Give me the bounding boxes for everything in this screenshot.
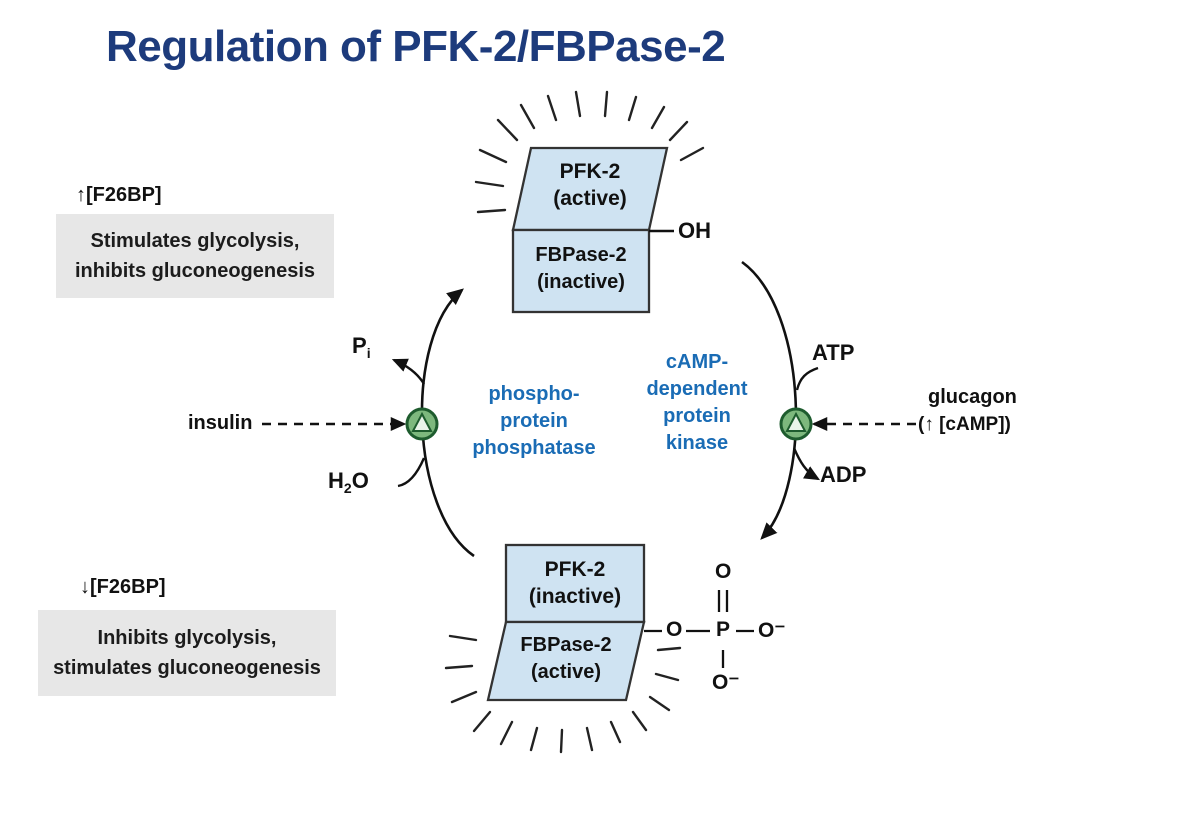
glucagon-label: glucagon bbox=[928, 386, 1017, 408]
phosphatase-enzyme-label: phospho- protein phosphatase bbox=[450, 381, 618, 462]
lower-note-line2: stimulates gluconeogenesis bbox=[53, 657, 321, 679]
pfk2-active-label: PFK-2 (active) bbox=[520, 158, 660, 212]
kinase-line3: protein bbox=[663, 405, 731, 427]
upper-note-box: Stimulates glycolysis, inhibits gluconeo… bbox=[56, 214, 334, 298]
active-burst-rays-bottom bbox=[444, 634, 682, 754]
adp-release-arrow bbox=[792, 447, 821, 481]
kinase-enzyme-icon bbox=[779, 407, 813, 441]
atp-label: ATP bbox=[812, 340, 855, 365]
phosphate-top-o: O bbox=[715, 560, 732, 583]
phosphate-bottom-o: O⁻ bbox=[712, 671, 740, 694]
fbpase2-inactive-shape bbox=[511, 228, 651, 314]
f26bp-down-marker: ↓[F26BP] bbox=[80, 576, 166, 598]
pfk2-inactive-name: PFK-2 bbox=[544, 558, 606, 581]
fbpase2-inactive-state: (inactive) bbox=[537, 271, 625, 293]
insulin-label: insulin bbox=[188, 412, 253, 434]
pi-sub: i bbox=[366, 345, 371, 361]
atp-connector-line bbox=[795, 366, 819, 391]
phosphorylation-arrow bbox=[741, 260, 798, 540]
phosphate-right-o: O⁻ bbox=[758, 619, 786, 642]
pi-label: Pi bbox=[352, 333, 371, 361]
water-o: O bbox=[351, 468, 369, 493]
phosphatase-enzyme-icon bbox=[405, 407, 439, 441]
pfk2-inactive-state: (inactive) bbox=[528, 585, 622, 608]
upper-note-line2: inhibits gluconeogenesis bbox=[74, 260, 316, 282]
active-burst-rays-top bbox=[474, 90, 705, 214]
pfk2-inactive-shape bbox=[504, 543, 646, 624]
fbpase2-inactive-label: FBPase-2 (inactive) bbox=[513, 242, 649, 296]
kinase-line4: kinase bbox=[665, 432, 729, 454]
water-sub: 2 bbox=[343, 480, 352, 496]
water-h: H bbox=[328, 468, 344, 493]
fbpase2-active-shape bbox=[486, 620, 646, 702]
page-title: Regulation of PFK-2/FBPase-2 bbox=[106, 22, 726, 71]
lower-note-line1: Inhibits glycolysis, bbox=[97, 627, 277, 649]
f26bp-up-marker: ↑[F26BP] bbox=[76, 184, 162, 206]
adp-label: ADP bbox=[820, 462, 867, 487]
fbpase2-active-state: (active) bbox=[530, 661, 602, 683]
pfk2-inactive-label: PFK-2 (inactive) bbox=[506, 556, 644, 610]
bottom-complex-shapes bbox=[486, 543, 646, 702]
fbpase2-active-name: FBPase-2 bbox=[520, 634, 612, 656]
water-connector-line bbox=[397, 457, 426, 488]
pi-release-arrow bbox=[391, 358, 426, 385]
phosphatase-line2: protein bbox=[500, 410, 568, 432]
lower-note-box: Inhibits glycolysis, stimulates gluconeo… bbox=[38, 610, 336, 696]
phosphate-bonds bbox=[644, 590, 754, 668]
fbpase2-inactive-name: FBPase-2 bbox=[535, 244, 627, 266]
phosphatase-line1: phospho- bbox=[488, 383, 580, 405]
upper-note-line1: Stimulates glycolysis, bbox=[90, 230, 300, 252]
kinase-enzyme-label: cAMP- dependent protein kinase bbox=[622, 349, 772, 457]
glucagon-camp-note: (↑ [cAMP]) bbox=[918, 414, 1011, 435]
phosphate-p: P bbox=[716, 618, 731, 641]
pfk2-active-name: PFK-2 bbox=[559, 160, 621, 183]
fbpase2-active-label: FBPase-2 (active) bbox=[496, 632, 636, 686]
kinase-line2: dependent bbox=[646, 378, 748, 400]
pi-base: P bbox=[352, 333, 367, 358]
phosphate-left-o: O bbox=[666, 618, 683, 641]
kinase-line1: cAMP- bbox=[665, 351, 729, 373]
top-complex-shapes bbox=[511, 146, 674, 314]
phosphatase-line3: phosphatase bbox=[472, 437, 596, 459]
oh-group-label: OH bbox=[678, 218, 711, 243]
pfk2-active-state: (active) bbox=[553, 187, 627, 210]
water-label: H2O bbox=[328, 468, 369, 496]
